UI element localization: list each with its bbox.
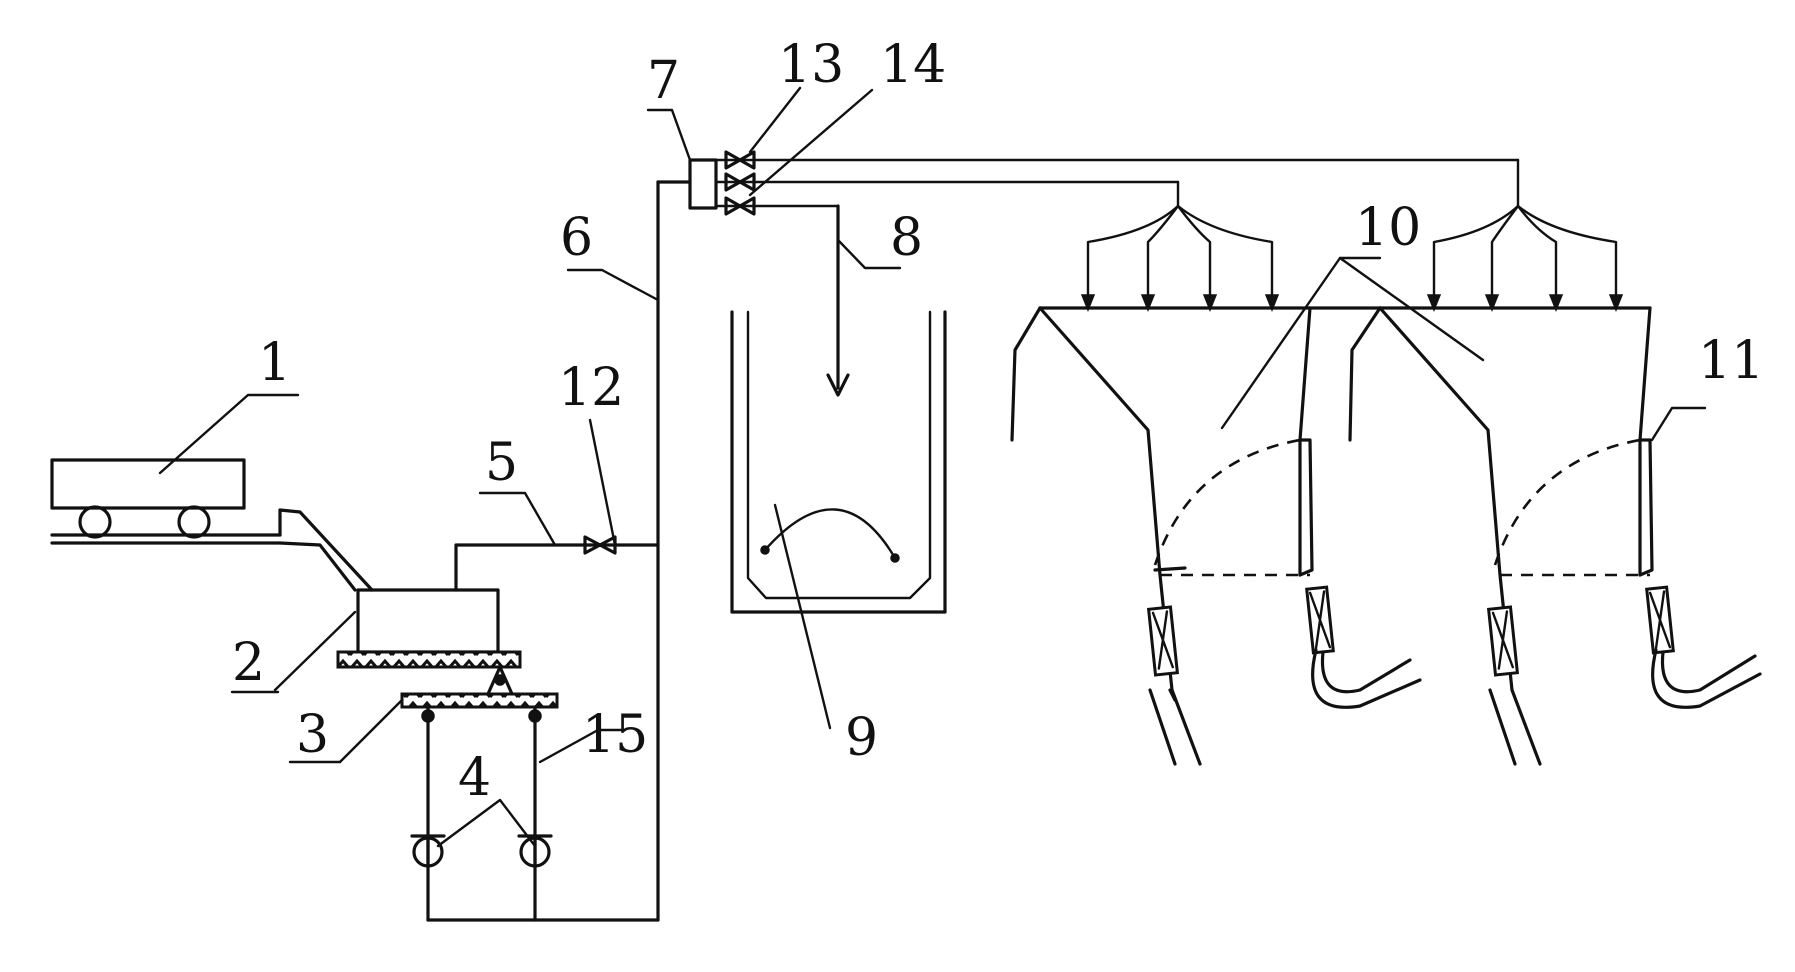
unloading-chute [278,508,374,592]
label-1: 1 [258,333,291,393]
label-8: 8 [890,208,923,268]
blower-right [517,834,553,868]
label-15: 15 [582,705,648,765]
storage-tank [730,310,947,614]
label-3: 3 [296,705,329,765]
feed-pipe-8 [826,204,850,397]
label-5: 5 [485,433,518,493]
label-2: 2 [232,633,265,693]
blower-left [410,834,446,868]
pipe-6-main-riser [656,180,692,922]
label-14: 14 [880,35,946,95]
distributor-right [1426,158,1624,313]
blower-pipes [421,705,660,922]
label-12: 12 [558,358,624,418]
label-9: 9 [845,708,878,768]
leader-lines [158,86,1707,848]
valve-14b [724,196,756,216]
distribution-header [688,158,1520,210]
label-4: 4 [458,748,491,808]
furnace-right [1308,306,1762,766]
distributor-left [1080,180,1280,313]
label-13: 13 [778,35,844,95]
rail-wagon [50,458,282,545]
screw-conveyor-lower [400,665,559,709]
label-10: 10 [1355,198,1421,258]
label-6: 6 [560,208,593,268]
label-7: 7 [647,51,680,111]
screw-conveyor-upper [336,650,522,669]
number-labels: 1 2 3 4 5 6 7 8 9 10 11 12 13 14 15 [232,35,1764,808]
label-11: 11 [1698,331,1764,391]
receiving-hopper [356,543,592,654]
furnace-left [1010,306,1422,766]
valve-13 [724,150,756,170]
valve-14 [724,172,756,192]
